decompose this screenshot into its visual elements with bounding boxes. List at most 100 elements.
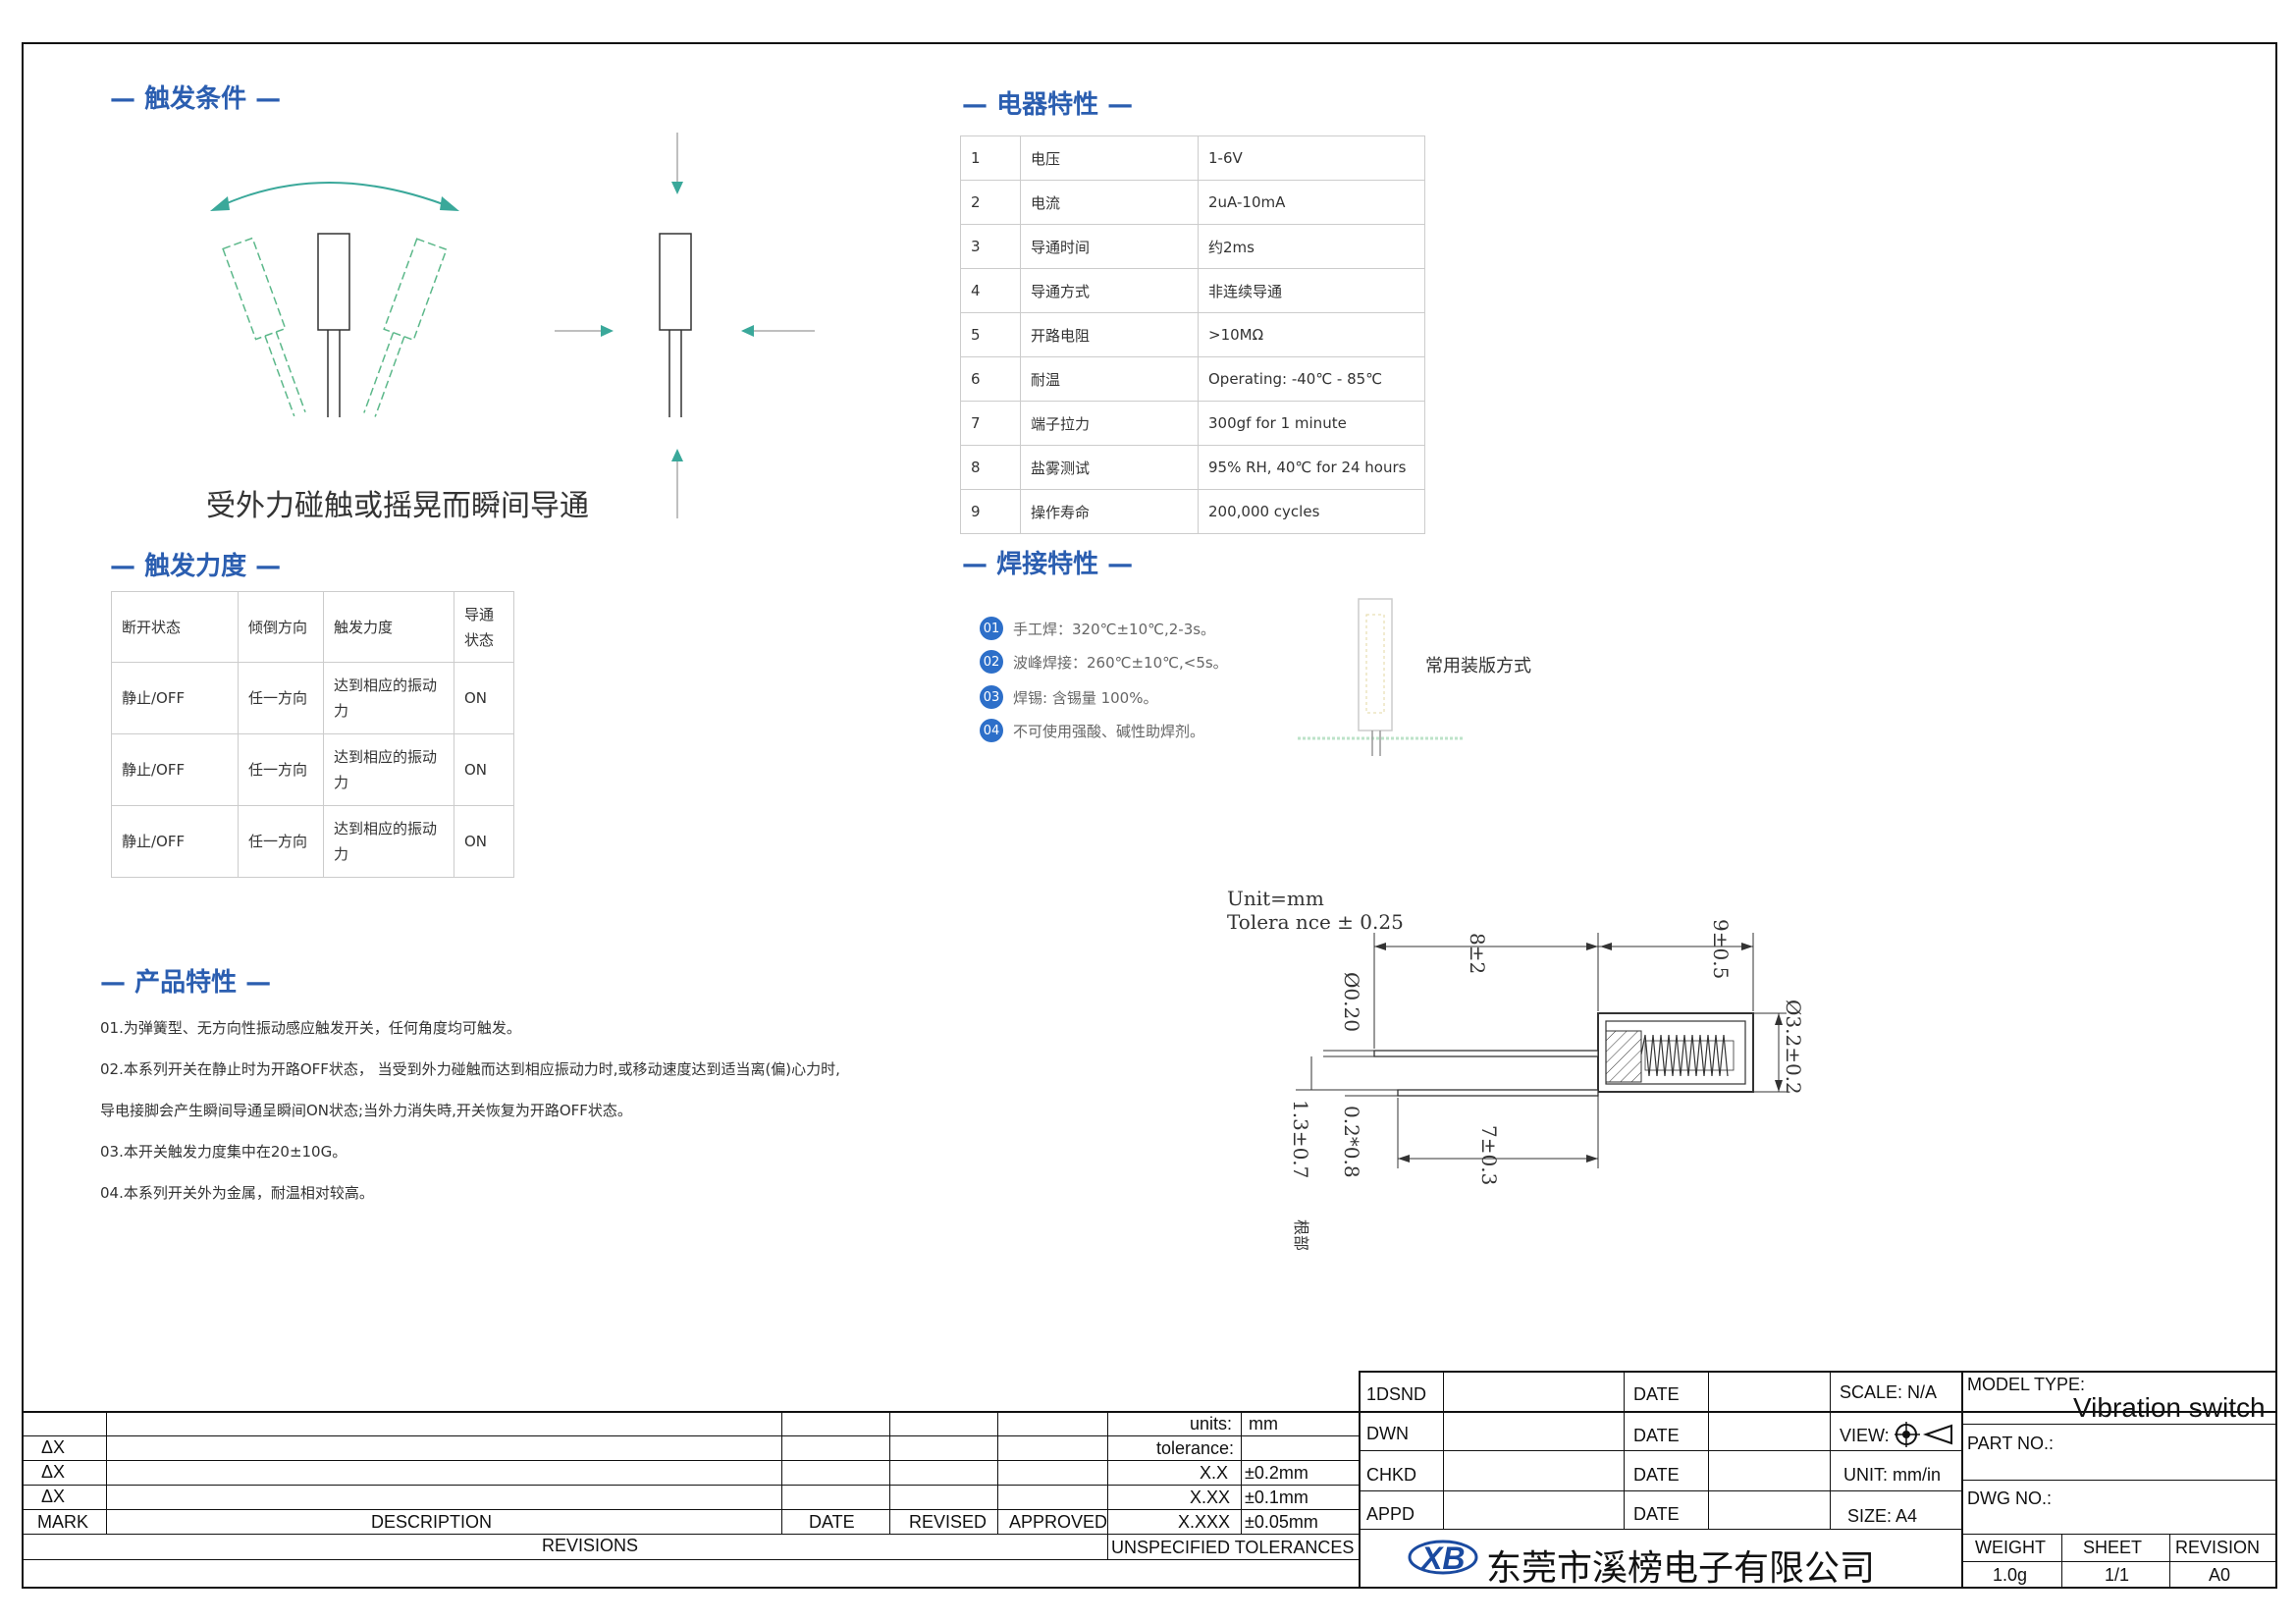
cell-no: 1 <box>960 135 1021 181</box>
revision-delta-1: ΔX <box>41 1437 66 1457</box>
feature-line: 01.为弹簧型、无方向性振动感应触发开关，任何角度均可触发。 <box>100 1019 521 1037</box>
revision-approved-header: APPROVED <box>1009 1512 1108 1532</box>
cell-name: 耐温 <box>1020 356 1199 402</box>
revision-mark-header: MARK <box>37 1512 89 1532</box>
size-field: SIZE: A4 <box>1847 1506 1918 1526</box>
tilt-arc-arrow-left <box>210 196 230 211</box>
badge-03: 03 <box>980 685 1003 709</box>
sign-date: DATE <box>1633 1384 1680 1404</box>
weight-label: WEIGHT <box>1975 1538 2046 1557</box>
weld-text: 不可使用强酸、碱性助焊剂。 <box>1013 722 1205 740</box>
lead-lower <box>1397 1089 1599 1097</box>
table-row: 静止/OFF 任一方向 达到相应的振动力 ON <box>111 805 514 878</box>
header-cell: 导通状态 <box>454 591 514 663</box>
cell: 静止/OFF <box>111 805 239 878</box>
cell: ON <box>454 805 514 878</box>
header-cell: 倾倒方向 <box>238 591 324 663</box>
cell-name: 电流 <box>1020 180 1199 225</box>
cell: 任一方向 <box>238 733 324 806</box>
logo-text: XB <box>1419 1541 1465 1576</box>
tolerance-label: Tolera nce ± 0.25 <box>1227 910 1404 934</box>
revision-revised-header: REVISED <box>909 1512 988 1532</box>
weld-text: 波峰焊接：260℃±10℃,<5s。 <box>1013 653 1228 672</box>
scale: SCALE: N/A <box>1840 1382 1938 1402</box>
cell-name: 端子拉力 <box>1020 401 1199 446</box>
switch-force-figure <box>659 233 692 417</box>
tol-value: ±0.1mm <box>1245 1488 1308 1507</box>
cell: 达到相应的振动力 <box>323 662 454 734</box>
dim-8: 8±2 <box>1466 933 1489 974</box>
feature-line: 导电接脚会产生瞬间导通呈瞬间ON状态;当外力消失時,开关恢复为开路OFF状态。 <box>100 1102 632 1119</box>
cell-name: 电压 <box>1020 135 1199 181</box>
sign-date: DATE <box>1633 1465 1680 1485</box>
cell: 静止/OFF <box>111 662 239 734</box>
model-type-value: Vibration switch <box>2073 1392 2266 1423</box>
cell-value: 1-6V <box>1198 135 1425 181</box>
switch-tilted-left <box>222 237 306 417</box>
revision-label: REVISION <box>2175 1538 2261 1557</box>
dwg-no-label: DWG NO.: <box>1967 1488 2052 1508</box>
cell-value: 非连续导通 <box>1198 268 1425 313</box>
section-title-trigger-force: — 触发力度 — <box>110 552 282 581</box>
spring-coil <box>1640 1034 1735 1077</box>
unit-label: Unit=mm <box>1227 887 1324 910</box>
tol-key: X.XXX <box>1178 1512 1231 1532</box>
revision-description-header: DESCRIPTION <box>371 1512 493 1532</box>
model-type-label: MODEL TYPE: <box>1967 1375 2086 1394</box>
cell: 任一方向 <box>238 662 324 734</box>
revision-date-header: DATE <box>809 1512 855 1532</box>
cell-name: 导通时间 <box>1020 224 1199 269</box>
insulator-hatch <box>1605 1030 1642 1083</box>
cell-value: >10MΩ <box>1198 312 1425 357</box>
sheet-value: 1/1 <box>2105 1565 2130 1585</box>
cell-value: Operating: -40℃ - 85℃ <box>1198 356 1425 402</box>
cell-value: 95% RH, 40℃ for 24 hours <box>1198 445 1425 490</box>
sign-date: DATE <box>1633 1504 1680 1524</box>
header-cell: 触发力度 <box>323 591 454 663</box>
revision-delta-3: ΔX <box>41 1487 66 1506</box>
cell-value: 2uA-10mA <box>1198 180 1425 225</box>
cell-name: 导通方式 <box>1020 268 1199 313</box>
table-row: 静止/OFF 任一方向 达到相应的振动力 ON <box>111 733 514 806</box>
cell: ON <box>454 733 514 806</box>
cell-no: 9 <box>960 489 1021 534</box>
tol-value: ±0.05mm <box>1245 1512 1318 1532</box>
sign-role: APPD <box>1366 1504 1415 1524</box>
sign-role: 1DSND <box>1366 1384 1427 1404</box>
sign-date: DATE <box>1633 1426 1680 1445</box>
section-title-trigger-conditions: — 触发条件 — <box>110 84 282 114</box>
mounting-diagram <box>1298 598 1463 756</box>
dim-phi32: Ø3.2±0.2 <box>1782 1000 1805 1095</box>
section-title-product-features: — 产品特性 — <box>100 968 272 998</box>
cell-value: 约2ms <box>1198 224 1425 269</box>
tolerances-footer: UNSPECIFIED TOLERANCES <box>1111 1538 1355 1557</box>
table-header-row: 断开状态 倾倒方向 触发力度 导通状态 <box>111 591 514 663</box>
revision-delta-2: ΔX <box>41 1462 66 1482</box>
cell-value: 200,000 cycles <box>1198 489 1425 534</box>
units-value: mm <box>1249 1414 1278 1434</box>
dim-9: 9±0.5 <box>1709 919 1733 979</box>
cell-no: 7 <box>960 401 1021 446</box>
drawing-frame <box>22 42 2277 1589</box>
feature-line: 02.本系列开关在静止时为开路OFF状态， 当受到外力碰触而达到相应振动力时,或… <box>100 1060 840 1078</box>
badge-04: 04 <box>980 719 1003 742</box>
weld-text: 焊锡: 含锡量 100%。 <box>1013 688 1158 707</box>
cell: 达到相应的振动力 <box>323 733 454 806</box>
switch-tilted-right <box>363 238 448 417</box>
cell-value: 300gf for 1 minute <box>1198 401 1425 446</box>
section-title-electrical: — 电器特性 — <box>962 90 1134 120</box>
cell-no: 8 <box>960 445 1021 490</box>
dimension-drawing: Unit=mm Tolera nce ± 0.25 8±2 9±0.5 Ø3.2… <box>1227 887 1805 1251</box>
part-no-label: PART NO.: <box>1967 1434 2055 1453</box>
badge-01: 01 <box>980 617 1003 640</box>
view-label: VIEW: <box>1840 1426 1890 1445</box>
projection-symbol-icon <box>1895 1422 1952 1447</box>
